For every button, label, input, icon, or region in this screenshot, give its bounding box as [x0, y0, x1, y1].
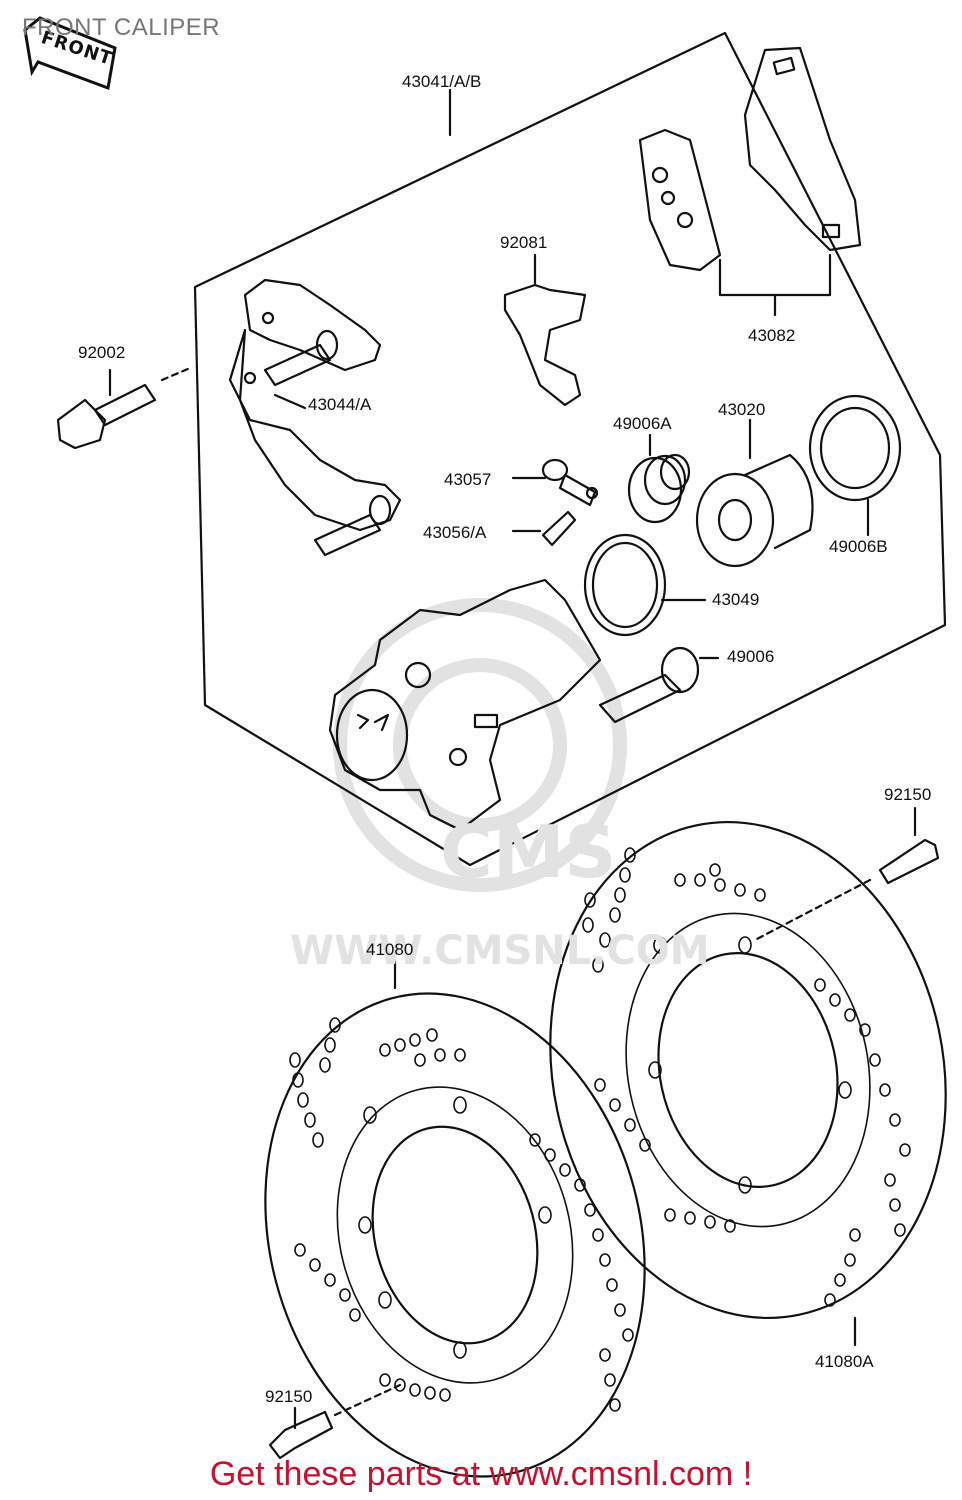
pin-boot-49006: [598, 646, 720, 724]
part-label-43057: 43057: [444, 470, 492, 489]
caliper-bracket: [228, 278, 402, 557]
part-label-49006: 49006: [727, 647, 775, 666]
caliper-assembly-outline: [193, 31, 947, 867]
brake-disc-41080A: [549, 821, 947, 1347]
watermark-brand: CMS: [440, 810, 617, 894]
pad-spring: [503, 253, 587, 407]
front-direction-badge: [23, 16, 117, 91]
bolt-92002: [56, 366, 192, 450]
brake-disc-41080: [264, 958, 646, 1478]
part-label-92081: 92081: [500, 233, 548, 252]
part-label-92002: 92002: [78, 343, 126, 362]
part-label-49006B: 49006B: [829, 537, 888, 556]
caliper-body: [328, 578, 602, 832]
part-label-92150-top: 92150: [884, 785, 932, 804]
piston-seal-43049: [583, 533, 707, 637]
part-label-49006A: 49006A: [613, 414, 672, 433]
disc-holes-right: [582, 847, 911, 1307]
part-label-43020: 43020: [718, 400, 766, 419]
disc-holes-left: [289, 1017, 634, 1412]
get-parts-link[interactable]: Get these parts at www.cmsnl.com !: [209, 1455, 753, 1493]
part-label-43044: 43044/A: [308, 395, 372, 414]
watermark-url: WWW.CMSNL.COM: [290, 928, 710, 974]
brake-pads: [638, 46, 862, 317]
piston-43020: [695, 418, 814, 568]
bleeder-parts: [511, 458, 599, 547]
dust-boot-49006A: [627, 433, 691, 524]
part-label-43049: 43049: [712, 590, 760, 609]
bolt-92150-top: [753, 806, 940, 942]
part-label-41080: 41080: [366, 940, 414, 959]
part-label-43041: 43041/A/B: [402, 72, 482, 91]
part-label-43056: 43056/A: [423, 523, 487, 542]
page-title: FRONT CALIPER: [22, 14, 221, 41]
part-label-41080A: 41080A: [815, 1352, 874, 1371]
part-label-43082: 43082: [748, 326, 796, 345]
seal-49006B: [808, 394, 902, 537]
bolt-92150-bottom: [268, 1383, 402, 1460]
part-label-92150-bottom: 92150: [265, 1387, 313, 1406]
